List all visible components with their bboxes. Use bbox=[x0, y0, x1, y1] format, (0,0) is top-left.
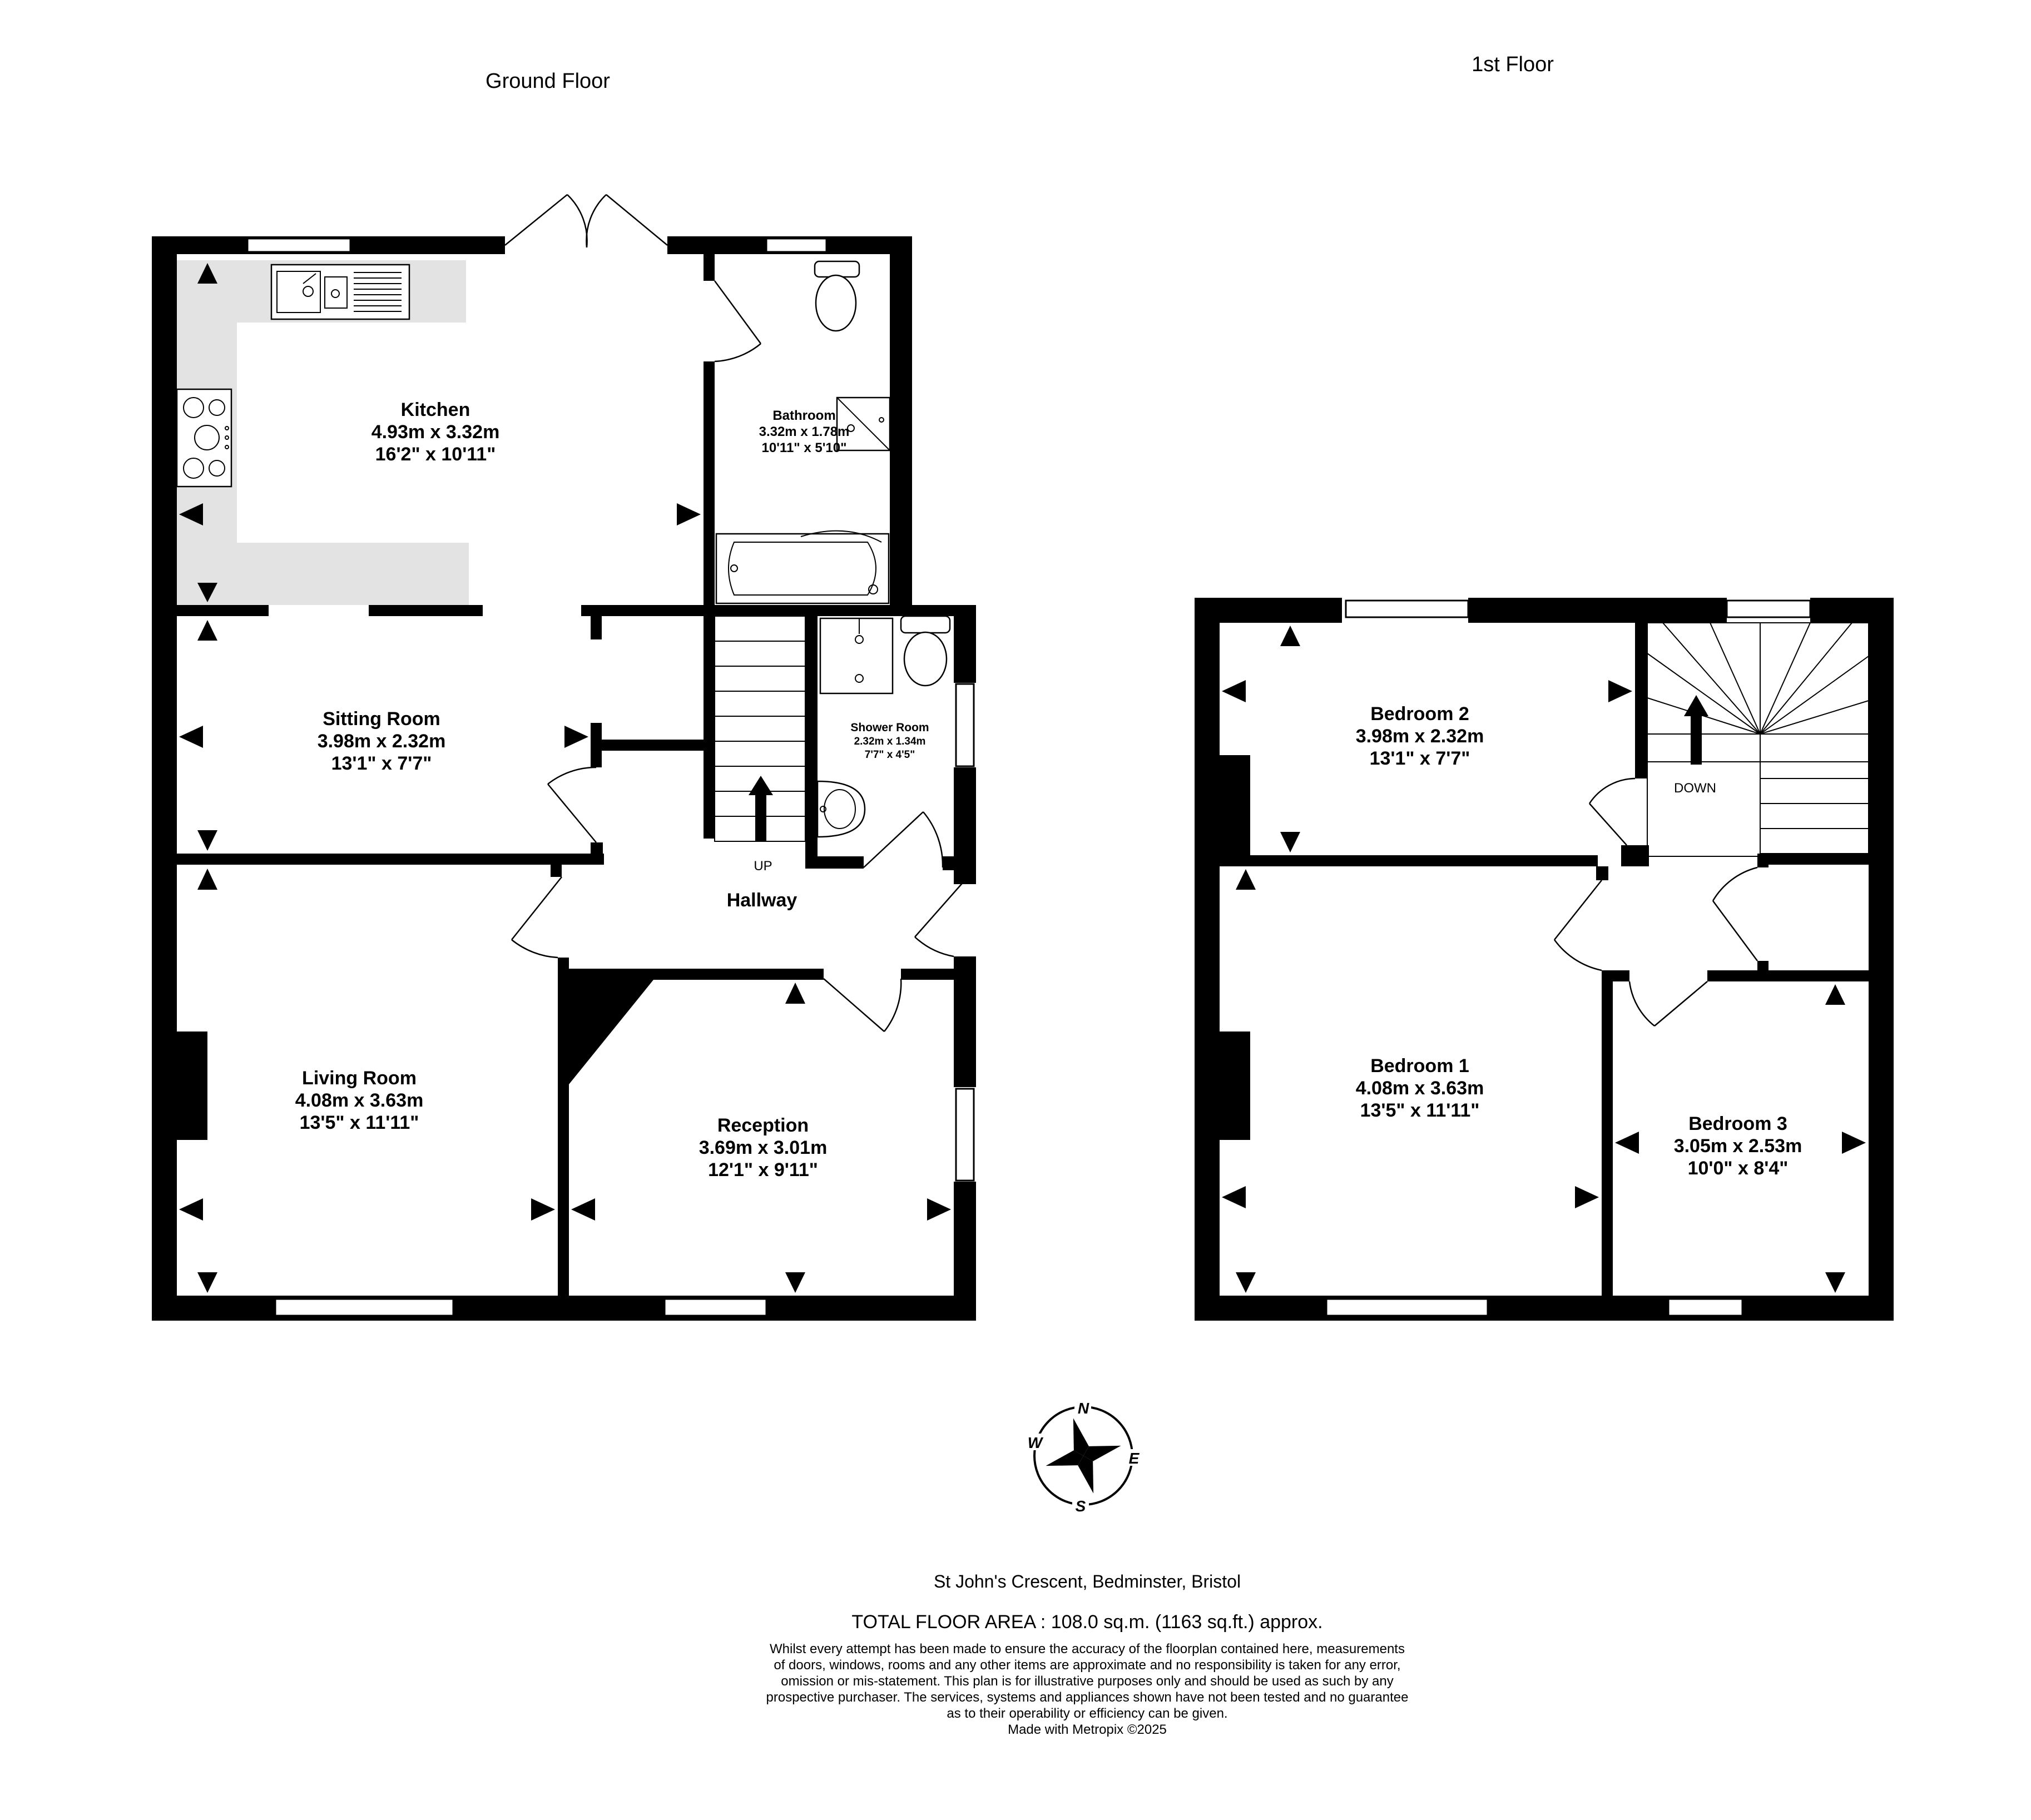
shower-icon bbox=[836, 396, 891, 452]
stairs-up-label: UP bbox=[754, 859, 772, 874]
disclaimer-line: omission or mis-statement. This plan is … bbox=[781, 1674, 1393, 1689]
ground-staircase[interactable] bbox=[714, 616, 806, 842]
made-with-credit: Made with Metropix ©2025 bbox=[1008, 1722, 1167, 1737]
disclaimer-line: of doors, windows, rooms and any other i… bbox=[774, 1658, 1400, 1673]
hob-icon bbox=[176, 388, 232, 488]
shower-room-name: Shower Room bbox=[850, 721, 929, 734]
bedroom-1-name: Bedroom 1 bbox=[1370, 1055, 1469, 1077]
bedroom-2-name: Bedroom 2 bbox=[1370, 703, 1469, 725]
reception-window bbox=[663, 1298, 767, 1317]
living-room-window bbox=[274, 1298, 454, 1317]
shower-tray-icon bbox=[819, 617, 894, 695]
reception-imperial: 12'1" x 9'11" bbox=[708, 1159, 818, 1181]
bathroom-window bbox=[765, 237, 828, 253]
bedroom-1-window bbox=[1325, 1298, 1489, 1317]
reception-side-window bbox=[955, 1088, 975, 1182]
first-floor-windows bbox=[1325, 599, 1811, 1317]
bedroom-2-window bbox=[1345, 599, 1469, 618]
bedroom-1-metric: 4.08m x 3.63m bbox=[1356, 1078, 1484, 1099]
bathtub-icon bbox=[715, 530, 890, 604]
ground-floor-title: Ground Floor bbox=[486, 70, 610, 93]
living-room-metric: 4.08m x 3.63m bbox=[295, 1090, 424, 1111]
ground-measure-arrows bbox=[179, 263, 951, 1293]
compass-west: W bbox=[1028, 1434, 1044, 1451]
bedroom-3-metric: 3.05m x 2.53m bbox=[1674, 1135, 1802, 1157]
total-floor-area: TOTAL FLOOR AREA : 108.0 sq.m. (1163 sq.… bbox=[851, 1611, 1322, 1633]
bedroom-2-metric: 3.98m x 2.32m bbox=[1356, 726, 1484, 747]
compass-south: S bbox=[1076, 1497, 1086, 1515]
bedroom-3-imperial: 10'0" x 8'4" bbox=[1688, 1158, 1789, 1179]
bathroom-imperial: 10'11" x 5'10" bbox=[762, 440, 847, 455]
compass-east: E bbox=[1129, 1450, 1140, 1467]
reception-metric: 3.69m x 3.01m bbox=[699, 1137, 828, 1158]
washbasin-icon bbox=[816, 780, 866, 838]
shower-room-toilet-icon bbox=[900, 615, 951, 687]
shower-room-imperial: 7'7" x 4'5" bbox=[865, 749, 915, 761]
bedroom-3-window bbox=[1667, 1298, 1743, 1317]
shower-room-metric: 2.32m x 1.34m bbox=[854, 736, 926, 747]
disclaimer-line: prospective purchaser. The services, sys… bbox=[766, 1690, 1409, 1705]
stairs-down-label: DOWN bbox=[1674, 781, 1716, 796]
toilet-icon bbox=[814, 260, 860, 332]
sitting-room-name: Sitting Room bbox=[323, 708, 440, 730]
kitchen-metric: 4.93m x 3.32m bbox=[371, 421, 500, 443]
kitchen-sink-icon bbox=[270, 264, 410, 320]
compass-rose-icon: N E S W bbox=[1026, 1399, 1142, 1515]
bedroom-2-imperial: 13'1" x 7'7" bbox=[1370, 748, 1470, 769]
living-room-name: Living Room bbox=[302, 1068, 417, 1089]
disclaimer-line: as to their operability or efficiency ca… bbox=[947, 1706, 1227, 1721]
stair-window bbox=[1726, 599, 1811, 618]
ground-floor-plan: UP bbox=[152, 194, 976, 1321]
ground-floor-doors[interactable] bbox=[511, 280, 965, 1032]
bathroom-name: Bathroom bbox=[772, 408, 835, 423]
first-measure-arrows bbox=[1222, 626, 1866, 1293]
bedroom-1-imperial: 13'5" x 11'11" bbox=[1360, 1100, 1480, 1121]
disclaimer-line: Whilst every attempt has been made to en… bbox=[770, 1642, 1405, 1657]
first-floor-title: 1st Floor bbox=[1472, 53, 1554, 76]
ground-floor-windows bbox=[246, 237, 975, 1317]
first-floor-walls bbox=[1195, 598, 1894, 1321]
sitting-room-imperial: 13'1" x 7'7" bbox=[331, 753, 432, 774]
bathroom-metric: 3.32m x 1.78m bbox=[759, 424, 850, 439]
living-room-imperial: 13'5" x 11'11" bbox=[300, 1112, 419, 1133]
reception-name: Reception bbox=[717, 1115, 809, 1136]
kitchen-imperial: 16'2" x 10'11" bbox=[375, 444, 496, 465]
shower-room-window bbox=[955, 683, 975, 767]
kitchen-name: Kitchen bbox=[401, 399, 470, 420]
french-doors[interactable] bbox=[504, 194, 668, 248]
kitchen-window bbox=[246, 237, 351, 253]
first-floor-plan: DOWN bbox=[1195, 598, 1894, 1321]
bedroom-3-name: Bedroom 3 bbox=[1688, 1113, 1787, 1134]
hallway-name: Hallway bbox=[727, 890, 797, 911]
sitting-room-metric: 3.98m x 2.32m bbox=[318, 731, 446, 752]
compass-north: N bbox=[1078, 1400, 1089, 1417]
first-staircase[interactable] bbox=[1647, 622, 1869, 857]
property-address: St John's Crescent, Bedminster, Bristol bbox=[934, 1571, 1241, 1591]
first-floor-doors[interactable] bbox=[1553, 777, 1758, 1026]
